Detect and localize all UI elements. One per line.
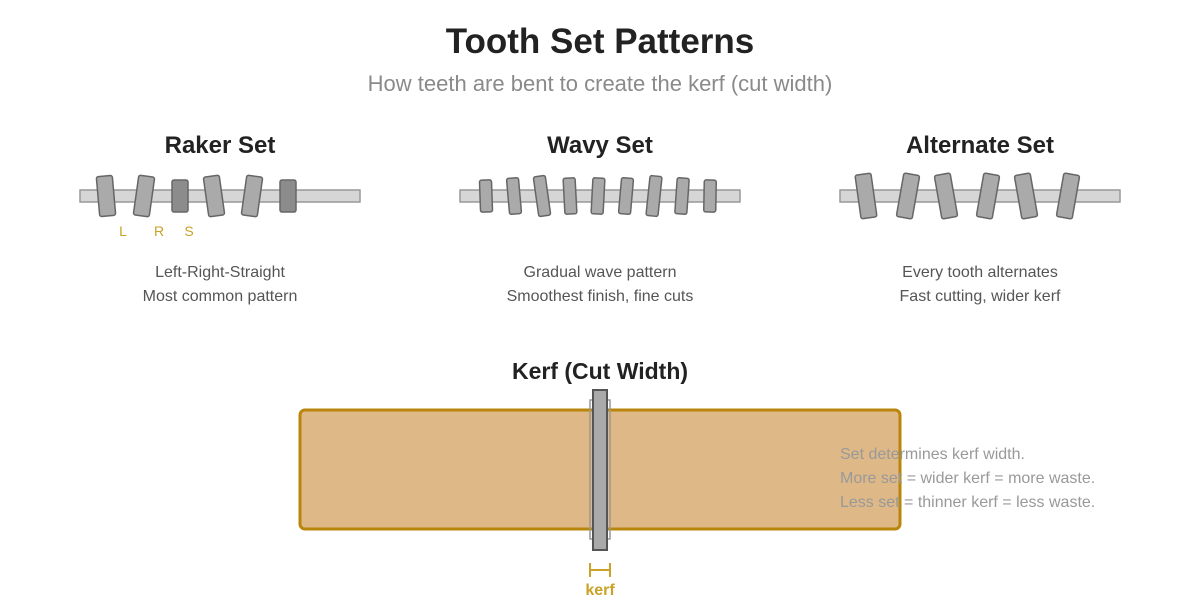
raker-label-straight: S (184, 223, 193, 239)
raker-tooth-straight (279, 179, 297, 213)
wavy-tooth (505, 176, 523, 216)
raker-tooth-straight (171, 179, 189, 213)
raker-tooth-left (95, 174, 117, 218)
raker-tooth-right (132, 174, 156, 218)
kerf-title: Kerf (Cut Width) (511, 358, 689, 384)
saw-blade (592, 389, 608, 551)
alternate-set-panel: Alternate Set Every tooth alternates Fas… (830, 130, 1130, 320)
wavy-tooth (532, 174, 552, 218)
alternate-tooth-left (1013, 172, 1039, 220)
kerf-note-line1: Set determines kerf width. (840, 446, 1025, 463)
wavy-tooth (590, 177, 606, 215)
wavy-tooth (562, 177, 578, 215)
wavy-tooth (478, 179, 494, 213)
alternate-set-description-line1: Every tooth alternates (902, 264, 1058, 281)
raker-set-diagram: L R S (79, 174, 361, 239)
wavy-set-panel: Wavy Set Gradual wave pattern Smoothest … (450, 130, 750, 320)
alternate-set-diagram (839, 172, 1121, 220)
kerf-label: kerf (585, 582, 615, 599)
raker-set-panel: Raker Set L R S Left-Right-Straight Most… (70, 130, 370, 320)
alternate-tooth-left (854, 172, 878, 220)
kerf-note-line3: Less set = thinner kerf = less waste. (840, 494, 1096, 511)
page-subtitle: How teeth are bent to create the kerf (c… (367, 71, 833, 96)
wavy-set-diagram (459, 174, 741, 218)
alternate-set-description-line2: Fast cutting, wider kerf (899, 288, 1061, 305)
wavy-set-title: Wavy Set (547, 132, 653, 159)
alternate-tooth-right (1055, 172, 1081, 220)
alternate-tooth-right (895, 172, 921, 220)
raker-set-description-line1: Left-Right-Straight (155, 264, 285, 281)
wavy-set-description-line1: Gradual wave pattern (523, 264, 677, 281)
raker-tooth-left (202, 174, 226, 218)
wavy-tooth (703, 179, 717, 213)
wavy-tooth (617, 176, 635, 216)
raker-set-title: Raker Set (164, 132, 276, 159)
raker-label-right: R (154, 223, 164, 239)
kerf-note-line2: More set = wider kerf = more waste. (840, 470, 1096, 487)
alternate-tooth-right (975, 172, 1001, 220)
page-title: Tooth Set Patterns (445, 22, 755, 61)
wavy-set-description-line2: Smoothest finish, fine cuts (506, 288, 694, 305)
wavy-tooth (674, 177, 690, 215)
wavy-tooth (645, 174, 663, 218)
alternate-set-title: Alternate Set (905, 132, 1055, 159)
raker-tooth-right (240, 174, 264, 218)
alternate-tooth-left (933, 172, 959, 220)
raker-label-left: L (119, 223, 127, 239)
raker-set-description-line2: Most common pattern (142, 288, 298, 305)
